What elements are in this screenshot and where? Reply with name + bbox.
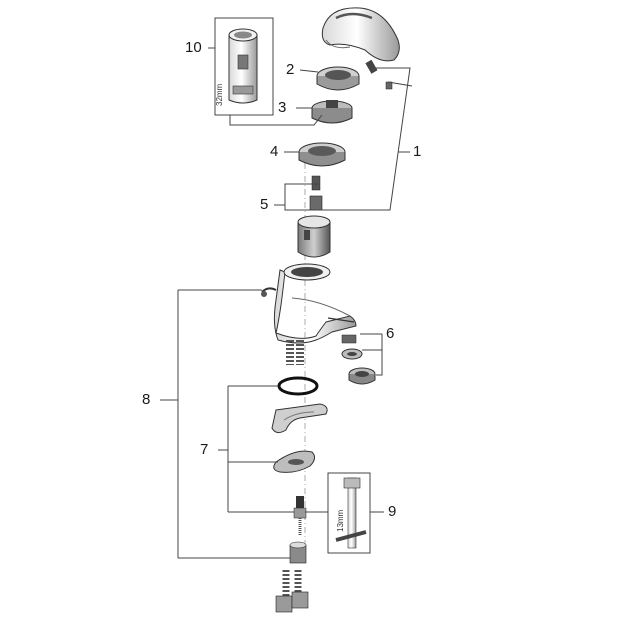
tool-32mm-dimension-label: 32mm [215, 83, 224, 106]
cartridge-pin [311, 175, 321, 191]
leader-10 [208, 47, 323, 126]
leader-8 [160, 289, 290, 559]
aerator-set [341, 334, 376, 385]
popup-rod [261, 287, 277, 297]
tool-13mm-key: 13mm [327, 472, 371, 554]
hose-connectors [275, 570, 309, 613]
callout-7: 7 [200, 441, 209, 458]
cap-ring [316, 66, 360, 91]
horseshoe-plate [273, 450, 316, 473]
locking-nut [298, 142, 346, 167]
leader-7 [218, 385, 294, 513]
tool-13mm-dimension-label: 13mm [336, 509, 345, 532]
handle-screw-set [365, 59, 393, 90]
adapter-piece [311, 100, 353, 124]
mounting-nut [289, 541, 307, 564]
callout-10: 10 [185, 39, 202, 56]
callout-6: 6 [386, 325, 395, 342]
mounting-half-ring [271, 403, 328, 434]
callout-1: 1 [413, 143, 422, 160]
o-ring [277, 376, 319, 396]
callout-9: 9 [388, 503, 397, 520]
threaded-rod [293, 496, 307, 535]
callout-3: 3 [278, 99, 287, 116]
hose-upper [286, 340, 304, 365]
callout-8: 8 [142, 391, 151, 408]
tool-32mm-wrench: 32mm [214, 17, 274, 116]
cartridge-stem [309, 195, 323, 211]
leader-2 [299, 69, 319, 73]
lever-handle [321, 7, 400, 62]
faucet-body [273, 263, 357, 344]
leader-6 [360, 333, 383, 376]
leader-1 [284, 67, 411, 211]
callout-4: 4 [270, 143, 279, 160]
cartridge-body [297, 215, 331, 258]
callout-2: 2 [286, 61, 295, 78]
callout-5: 5 [260, 196, 269, 213]
